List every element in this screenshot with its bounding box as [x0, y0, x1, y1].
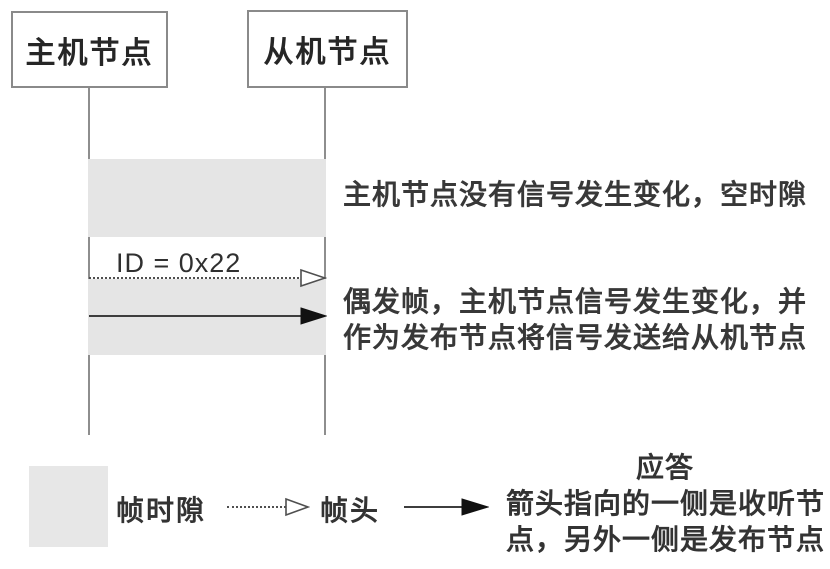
legend-response-arrow-line — [404, 506, 462, 508]
message-id-label: ID = 0x22 — [116, 248, 242, 278]
legend-response-desc-line1: 箭头指向的一侧是收听节 — [506, 488, 826, 519]
master-node-box: 主机节点 — [11, 11, 168, 88]
legend-response-description: 应答 箭头指向的一侧是收听节 点，另外一侧是发布节点 — [506, 450, 824, 558]
response-arrow-line — [89, 315, 303, 317]
frame-header-arrow-line — [89, 277, 303, 279]
legend-frame-header-label: 帧头 — [320, 495, 381, 526]
sporadic-frame-annotation: 偶发帧，主机节点信号发生变化，并 作为发布节点将信号发送给从机节点 — [343, 284, 807, 356]
master-lifeline — [88, 88, 90, 435]
legend-frame-header-arrowhead-icon — [285, 497, 310, 517]
response-arrowhead-icon — [300, 306, 327, 326]
legend-frame-slot-swatch — [29, 466, 108, 547]
legend-response-arrowhead-icon — [461, 497, 489, 517]
legend-response-desc-line2: 点，另外一侧是发布节点 — [506, 524, 826, 555]
legend-frame-header-arrow-line — [227, 506, 286, 508]
sporadic-frame-slot-rect — [88, 279, 326, 355]
legend-frame-slot-label: 帧时隙 — [116, 495, 207, 526]
empty-frame-slot-rect — [88, 159, 326, 237]
legend-response-title: 应答 — [635, 452, 694, 483]
frame-header-arrowhead-icon — [300, 268, 327, 288]
sporadic-frame-annotation-line1: 偶发帧，主机节点信号发生变化，并 — [343, 286, 808, 317]
sporadic-frame-annotation-line2: 作为发布节点将信号发送给从机节点 — [343, 322, 808, 353]
master-node-label: 主机节点 — [25, 36, 154, 70]
slave-node-box: 从机节点 — [247, 10, 408, 88]
empty-slot-annotation: 主机节点没有信号发生变化，空时隙 — [343, 179, 808, 210]
slave-lifeline — [324, 88, 326, 435]
slave-node-label: 从机节点 — [263, 36, 392, 69]
